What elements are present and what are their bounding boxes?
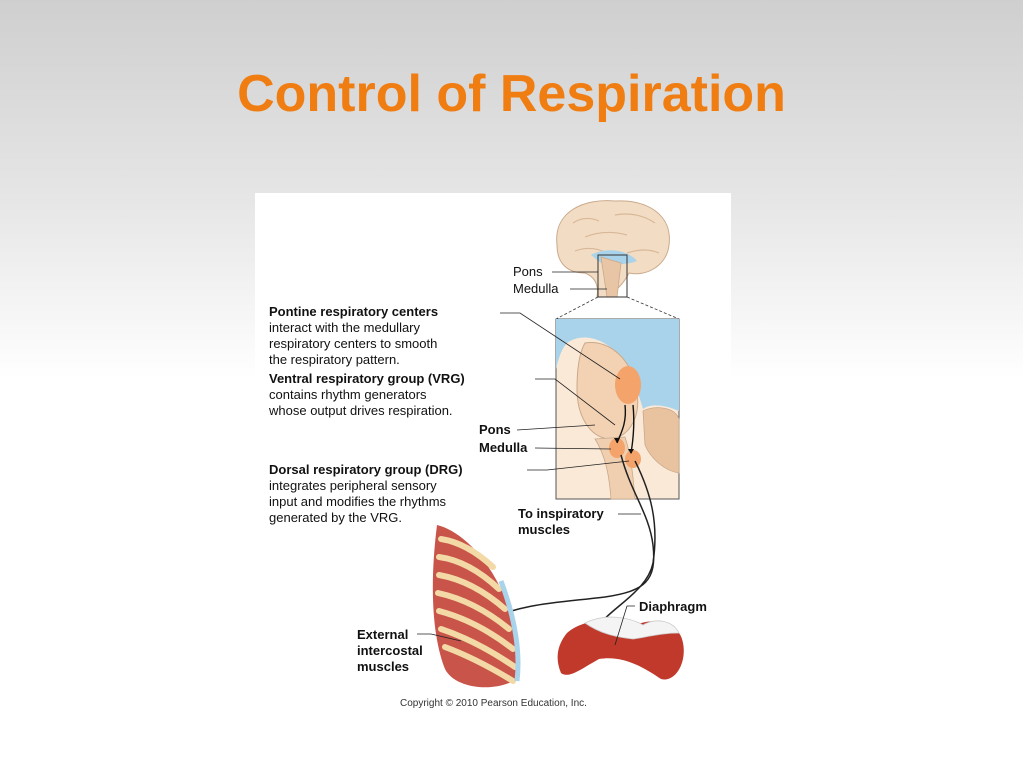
pontine-desc-line: the respiratory pattern. — [269, 352, 400, 367]
rib-cage-illustration — [432, 525, 521, 688]
brainstem-enlarged — [555, 318, 680, 500]
vrg-heading: Ventral respiratory group (VRG) — [269, 371, 465, 386]
to-inspiratory-line: muscles — [518, 522, 571, 537]
diaphragm-label: Diaphragm — [639, 599, 707, 614]
to-inspiratory-line: To inspiratory — [518, 506, 604, 521]
label-medulla-mid: Medulla — [479, 440, 528, 455]
pontine-desc-line: interact with the medullary — [269, 320, 421, 335]
brain-illustration — [556, 200, 670, 298]
zoom-lines — [555, 296, 680, 320]
copyright-text: Copyright © 2010 Pearson Education, Inc. — [400, 698, 587, 709]
pontine-centers-heading: Pontine respiratory centers — [269, 304, 439, 319]
external-intercostal-label: External intercostal muscles — [357, 627, 423, 675]
label-pons-mid: Pons — [479, 422, 511, 437]
pontine-centers-label: Pontine respiratory centers interact wit… — [269, 304, 438, 368]
to-inspiratory-label: To inspiratory muscles — [518, 506, 604, 538]
vrg-label: Ventral respiratory group (VRG) contains… — [269, 371, 465, 419]
intercostal-line: intercostal — [357, 643, 423, 658]
respiration-figure: Pons Medulla Pontine respiratory centers… — [255, 193, 731, 717]
intercostal-line: muscles — [357, 659, 410, 674]
drg-desc-line: integrates peripheral sensory — [269, 478, 437, 493]
diaphragm-illustration — [557, 616, 684, 680]
drg-desc-line: input and modifies the rhythms — [269, 494, 447, 509]
slide-title: Control of Respiration — [237, 65, 786, 123]
respiration-illustration — [417, 200, 684, 688]
vrg-desc-line: whose output drives respiration. — [269, 403, 453, 418]
drg-desc-line: generated by the VRG. — [269, 510, 402, 525]
pontine-desc-line: respiratory centers to smooth — [269, 336, 438, 351]
drg-label: Dorsal respiratory group (DRG) integrate… — [269, 462, 463, 526]
label-medulla-top: Medulla — [513, 281, 559, 296]
drg-heading: Dorsal respiratory group (DRG) — [269, 462, 463, 477]
leader-lines — [417, 271, 641, 646]
label-pons-top: Pons — [513, 264, 543, 279]
intercostal-line: External — [357, 627, 409, 642]
vrg-desc-line: contains rhythm generators — [269, 387, 427, 402]
